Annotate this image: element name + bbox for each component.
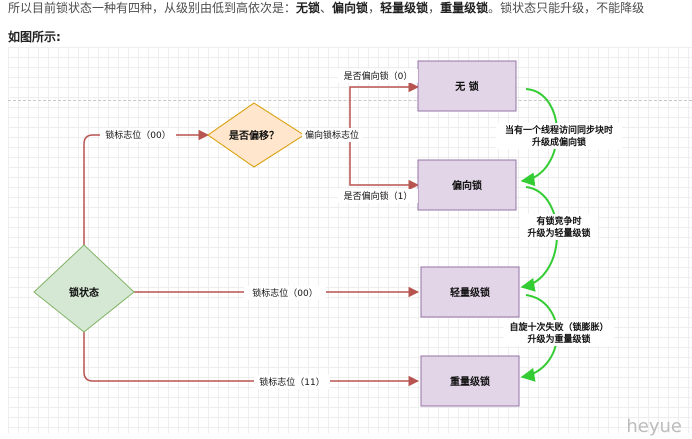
node-label-heavyweight-lock: 重量级锁 [450,375,490,388]
upgrade-note-1-line1: 当有一个线程访问同步块时 [505,124,613,136]
edge-label-biased-0: 是否偏向锁（0） [344,70,413,82]
decision-is-biased [207,102,305,168]
section-heading: 如图所示: [8,30,61,44]
intro-separator: ， [428,1,441,15]
intro-state-no-lock: 无锁 [296,1,321,15]
state-heavyweight-lock [420,355,520,407]
upgrade-note-3-line2: 升级为重量级锁 [527,333,590,345]
decision-lock-state [33,244,135,333]
state-lightweight-lock [420,266,520,318]
edge-label-biased-flag: 偏向锁标志位 [305,129,359,141]
edge-lockstate-to-heavyweight [83,331,420,387]
intro-separator: ， [368,1,381,15]
state-no-lock [417,60,517,112]
upgrade-note-3-line1: 自旋十次失败（锁膨胀） [509,321,608,333]
edge-label-flag-11: 锁标志位（11） [259,376,324,388]
diagram-canvas: 锁状态 是否偏移？ 无 锁 偏向锁 轻量级锁 重量级锁 锁标志位（00） 偏向锁… [8,47,692,433]
node-label-biased-lock: 偏向锁 [452,179,482,192]
edge-to-biased-lock [349,135,420,191]
edge-label-flag-00-top: 锁标志位（00） [105,129,170,141]
intro-state-lightweight-lock: 轻量级锁 [380,1,429,15]
edge-to-no-lock [349,81,420,135]
upgrade-note-2-line1: 有锁竞争时 [536,215,581,227]
node-label-is-biased: 是否偏移？ [228,129,279,142]
upgrade-note-1-line2: 升级成偏向锁 [532,136,586,148]
watermark: heyue [626,416,682,437]
lock-state-diagram: 锁状态 是否偏移？ 无 锁 偏向锁 轻量级锁 重量级锁 锁标志位（00） 偏向锁… [33,60,622,407]
intro-separator: 、 [320,1,333,15]
intro-suffix: 。锁状态只能升级，不能降级 [488,1,645,15]
edge-label-flag-00-mid: 锁标志位（00） [252,287,317,299]
edge-lockstate-to-decision [83,129,210,245]
intro-paragraph: 所以目前锁状态一种有四种，从级别由低到高依次是：无锁、偏向锁，轻量级锁，重量级锁… [8,0,644,16]
node-label-lock-state: 锁状态 [69,286,99,299]
intro-state-biased-lock: 偏向锁 [332,1,369,15]
state-biased-lock [417,159,517,211]
node-label-no-lock: 无 锁 [454,80,478,93]
intro-prefix: 所以目前锁状态一种有四种，从级别由低到高依次是： [8,1,297,15]
edge-label-biased-1: 是否偏向锁（1） [344,190,413,202]
upgrade-note-2-line2: 升级为轻量级锁 [527,227,590,239]
node-label-lightweight-lock: 轻量级锁 [450,286,490,299]
intro-state-heavyweight-lock: 重量级锁 [440,1,489,15]
